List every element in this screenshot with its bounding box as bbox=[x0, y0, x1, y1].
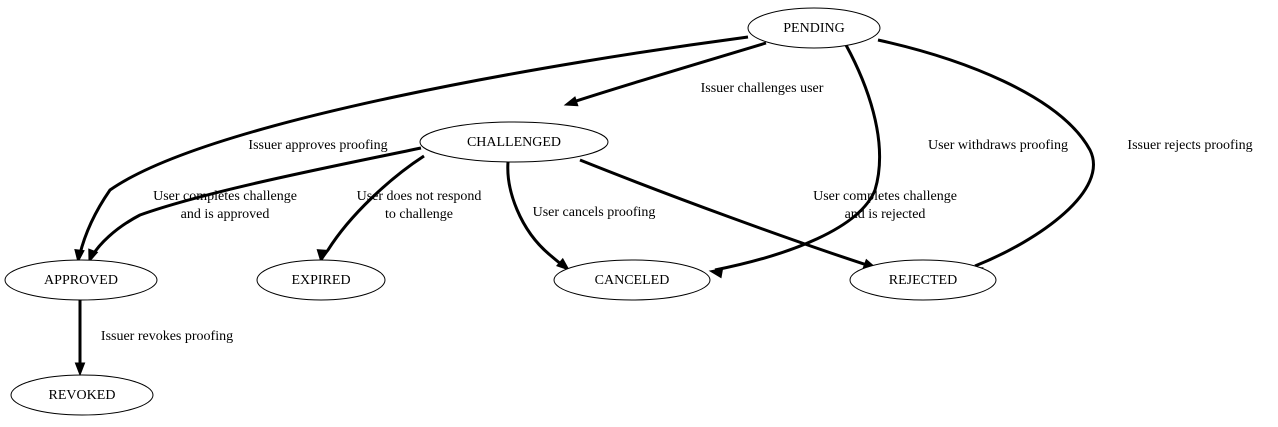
edge-label-pending-canceled: User withdraws proofing bbox=[928, 138, 1068, 153]
edge-path-pending-challenged bbox=[569, 41, 767, 105]
node-approved[interactable]: APPROVED bbox=[4, 259, 158, 301]
edge-approved-revoked bbox=[74, 300, 86, 377]
node-shape-canceled bbox=[553, 259, 711, 301]
node-shape-approved bbox=[4, 259, 158, 301]
edge-label-line: and is approved bbox=[181, 207, 270, 222]
edge-path-pending-rejected bbox=[877, 38, 1095, 268]
node-expired[interactable]: EXPIRED bbox=[256, 259, 386, 301]
edge-path-pending-canceled bbox=[714, 44, 882, 272]
node-label-canceled: CANCELED bbox=[595, 273, 670, 288]
edge-label-line: User completes challenge bbox=[813, 189, 957, 204]
edge-arrowhead-pending-challenged bbox=[563, 96, 579, 107]
edge-path-challenged-rejected bbox=[579, 158, 871, 268]
edge-label-line: Issuer rejects proofing bbox=[1127, 138, 1252, 153]
node-shape-rejected bbox=[849, 259, 997, 301]
node-label-challenged: CHALLENGED bbox=[467, 135, 561, 150]
edge-label-challenged-rejected: User completes challenge and is rejected bbox=[813, 189, 957, 222]
edge-pending-rejected bbox=[877, 38, 1095, 278]
edge-path-pending-approved bbox=[77, 35, 749, 259]
edge-challenged-expired bbox=[316, 154, 425, 264]
edge-pending-challenged bbox=[563, 41, 767, 107]
edge-label-line: Issuer revokes proofing bbox=[101, 329, 233, 344]
edge-label-pending-challenged: Issuer challenges user bbox=[701, 81, 824, 96]
edge-arrowhead-challenged-approved bbox=[88, 248, 99, 264]
node-label-expired: EXPIRED bbox=[291, 273, 350, 288]
edge-label-pending-rejected: Issuer rejects proofing bbox=[1127, 138, 1252, 153]
edge-label-challenged-expired: User does not respond to challenge bbox=[357, 189, 482, 222]
edge-label-line: Issuer challenges user bbox=[701, 81, 824, 96]
node-rejected[interactable]: REJECTED bbox=[849, 259, 997, 301]
edge-challenged-approved bbox=[88, 146, 422, 264]
edge-label-line: and is rejected bbox=[845, 207, 926, 222]
edge-label-pending-approved: Issuer approves proofing bbox=[248, 138, 387, 153]
edge-arrowhead-challenged-expired bbox=[316, 249, 328, 264]
node-shape-revoked bbox=[10, 374, 154, 416]
edge-label-line: User withdraws proofing bbox=[928, 138, 1068, 153]
edge-arrowhead-pending-approved bbox=[74, 248, 85, 264]
node-label-pending: PENDING bbox=[783, 21, 844, 36]
node-challenged[interactable]: CHALLENGED bbox=[419, 121, 609, 163]
edge-pending-canceled bbox=[708, 44, 882, 279]
edge-arrowhead-pending-canceled bbox=[708, 267, 724, 279]
edge-challenged-canceled bbox=[506, 161, 571, 271]
edge-path-challenged-approved bbox=[89, 146, 422, 259]
node-shape-expired bbox=[256, 259, 386, 301]
node-label-approved: APPROVED bbox=[44, 273, 118, 288]
node-shape-challenged bbox=[419, 121, 609, 163]
node-pending[interactable]: PENDING bbox=[747, 7, 881, 49]
edge-labels-layer: Issuer approves proofing Issuer challenge… bbox=[101, 81, 1253, 344]
edge-label-line: User does not respond bbox=[357, 189, 482, 204]
edge-pending-approved bbox=[74, 35, 749, 264]
edge-label-challenged-approved: User completes challenge and is approved bbox=[153, 189, 297, 222]
edge-label-line: User cancels proofing bbox=[533, 205, 656, 220]
edge-arrowhead-challenged-canceled bbox=[556, 257, 571, 271]
edge-label-challenged-canceled: User cancels proofing bbox=[533, 205, 656, 220]
edge-label-line: User completes challenge bbox=[153, 189, 297, 204]
node-canceled[interactable]: CANCELED bbox=[553, 259, 711, 301]
edge-label-line: Issuer approves proofing bbox=[248, 138, 387, 153]
edge-label-line: to challenge bbox=[385, 207, 453, 222]
node-label-revoked: REVOKED bbox=[49, 388, 116, 403]
nodes-layer: PENDING CHALLENGED APPROVED EXPIRED CANCELED… bbox=[4, 7, 997, 416]
edge-arrowhead-approved-revoked bbox=[74, 362, 86, 377]
node-label-rejected: REJECTED bbox=[889, 273, 957, 288]
node-shape-pending bbox=[747, 7, 881, 49]
edge-label-approved-revoked: Issuer revokes proofing bbox=[101, 329, 233, 344]
node-revoked[interactable]: REVOKED bbox=[10, 374, 154, 416]
